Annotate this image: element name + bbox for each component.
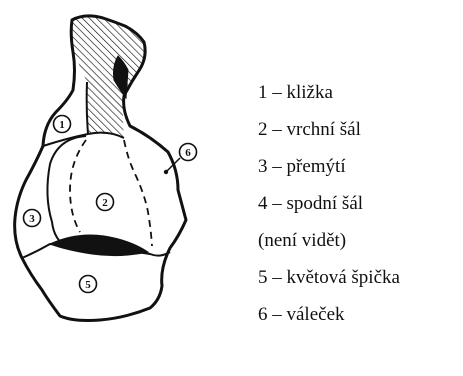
legend-item-5: 5 – květová špička — [258, 259, 400, 296]
legend-item-4-note: (není vidět) — [258, 222, 400, 259]
part-label-6: 6 — [180, 144, 197, 161]
legend-item-4: 4 – spodní šál — [258, 185, 400, 222]
part-label-5: 5 — [80, 276, 97, 293]
part-number-6: 6 — [185, 147, 191, 159]
dashed-line-left — [70, 140, 86, 232]
part-number-2: 2 — [102, 197, 108, 209]
part-label-2: 2 — [97, 194, 114, 211]
legend-item-6: 6 – váleček — [258, 296, 400, 333]
part-number-3: 3 — [29, 213, 35, 225]
part-number-5: 5 — [85, 279, 91, 291]
part-number-1: 1 — [59, 119, 65, 131]
legend-item-2: 2 – vrchní šál — [258, 111, 400, 148]
legend-item-1: 1 – kližka — [258, 74, 400, 111]
legend-item-3: 3 – přemýtí — [258, 148, 400, 185]
part-label-3: 3 — [24, 210, 41, 227]
dashed-line-right — [124, 140, 152, 246]
diagram-figure: 1 2 3 5 6 — [0, 0, 230, 376]
black-lens — [50, 235, 148, 256]
leader-dot-6 — [164, 170, 168, 174]
legend: 1 – kližka 2 – vrchní šál 3 – přemýtí 4 … — [258, 74, 400, 333]
part-label-1: 1 — [54, 116, 71, 133]
